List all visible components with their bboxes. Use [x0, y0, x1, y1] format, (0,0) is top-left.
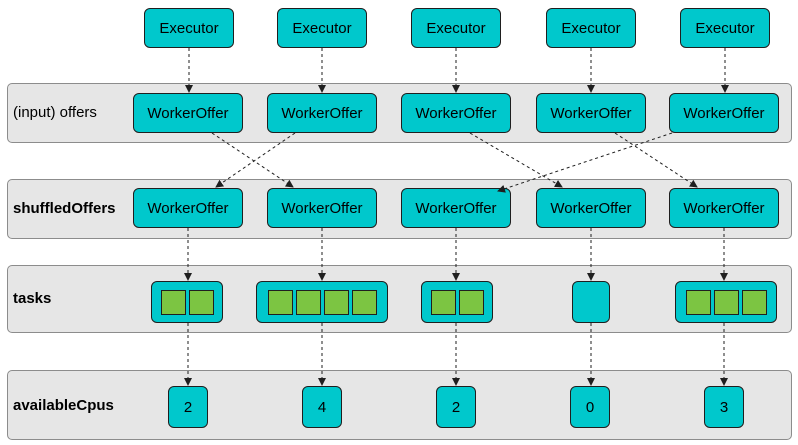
task-cell	[741, 289, 767, 315]
shuffled-worker-offer-node: WorkerOffer	[536, 188, 646, 228]
worker-offer-node: WorkerOffer	[401, 93, 511, 133]
task-cell	[160, 289, 186, 315]
available-cpus-node: 4	[302, 386, 342, 428]
shuffled-worker-offer-node: WorkerOffer	[401, 188, 511, 228]
arrow-offer-to-shuffled	[215, 132, 296, 188]
label-tasks: tasks	[13, 290, 52, 307]
task-cell	[458, 289, 484, 315]
task-cell	[430, 289, 456, 315]
available-cpus-node: 3	[704, 386, 744, 428]
band-available-cpus	[7, 370, 792, 440]
label-shuffled-offers: shuffledOffers	[13, 200, 116, 217]
arrow-offer-to-shuffled	[614, 132, 698, 188]
task-cell	[267, 289, 293, 315]
task-cell	[188, 289, 214, 315]
shuffled-worker-offer-node: WorkerOffer	[669, 188, 779, 228]
task-cell	[295, 289, 321, 315]
band-tasks	[7, 265, 792, 333]
task-list-node	[675, 281, 777, 323]
worker-offer-node: WorkerOffer	[133, 93, 243, 133]
executor-node: Executor	[546, 8, 636, 48]
task-list-node	[421, 281, 493, 323]
task-list-node	[151, 281, 223, 323]
executor-node: Executor	[411, 8, 501, 48]
arrow-offer-to-shuffled	[469, 132, 563, 188]
label-offers: (input) offers	[13, 104, 97, 121]
available-cpus-node: 0	[570, 386, 610, 428]
task-cell	[685, 289, 711, 315]
task-cell	[323, 289, 349, 315]
executor-node: Executor	[277, 8, 367, 48]
arrow-offer-to-shuffled	[211, 132, 294, 188]
worker-offer-node: WorkerOffer	[669, 93, 779, 133]
shuffled-worker-offer-node: WorkerOffer	[267, 188, 377, 228]
arrow-offer-to-shuffled	[497, 132, 673, 193]
shuffled-worker-offer-node: WorkerOffer	[133, 188, 243, 228]
worker-offer-node: WorkerOffer	[536, 93, 646, 133]
task-cell	[351, 289, 377, 315]
executor-node: Executor	[680, 8, 770, 48]
task-list-node	[256, 281, 388, 323]
executor-node: Executor	[144, 8, 234, 48]
available-cpus-node: 2	[168, 386, 208, 428]
task-cell	[713, 289, 739, 315]
label-available-cpus: availableCpus	[13, 397, 114, 414]
worker-offer-node: WorkerOffer	[267, 93, 377, 133]
task-list-node	[572, 281, 610, 323]
available-cpus-node: 2	[436, 386, 476, 428]
